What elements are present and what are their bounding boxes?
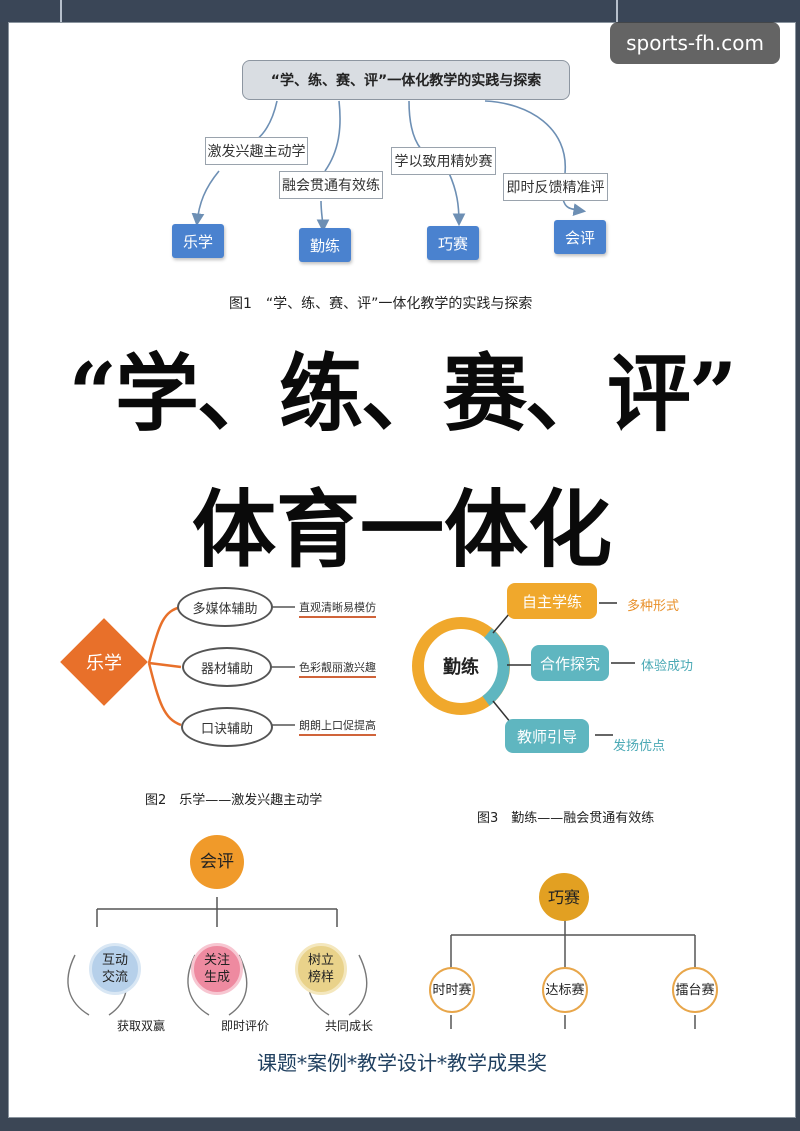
fig5-item-always: 时时赛: [429, 967, 475, 1013]
fig5-item-text: 达标赛: [545, 982, 585, 998]
fig2-branch-text: 器材辅助: [200, 661, 253, 677]
fig2-note: 直观清晰易模仿: [299, 601, 376, 618]
fig5-center-circle: 巧赛: [539, 873, 589, 921]
fig1-label-text: 学以致用精妙赛: [394, 154, 493, 170]
divider: [60, 0, 62, 22]
fig1-label-compete: 学以致用精妙赛: [391, 147, 496, 175]
fig2-branch-text: 多媒体辅助: [192, 601, 258, 617]
fig4-circle-text: 树立榜样: [308, 952, 334, 986]
fig1-node-text: 会评: [564, 228, 595, 247]
fig4-circle-line: 生成: [203, 970, 230, 985]
fig3-item-self-study: 自主学练: [507, 583, 597, 619]
fig2-center-label: 乐学: [63, 645, 145, 679]
fig2-center-text: 乐学: [86, 653, 122, 674]
fig5-item-text: 擂台赛: [675, 982, 715, 998]
fig4-circle-model: 树立榜样: [295, 943, 347, 995]
fig2-connectors: [147, 605, 295, 727]
fig1-label-text: 激发兴趣主动学: [207, 144, 306, 160]
watermark-badge: sports-fh.com: [610, 22, 780, 64]
fig2-note: 朗朗上口促提高: [299, 719, 376, 736]
fig1-node-text: 巧赛: [437, 234, 468, 253]
fig3-item-cooperation: 合作探究: [531, 645, 609, 681]
fig4-circle-line: 互动: [101, 953, 128, 968]
fig1-label-text: 融会贯通有效练: [282, 178, 380, 194]
fig1-label-text: 即时反馈精准评: [506, 180, 605, 196]
fig3-item-teacher-guide: 教师引导: [505, 719, 589, 753]
fig3-caption: 图3 勤练——融会贯通有效练: [477, 811, 655, 826]
fig1-label-evaluate: 即时反馈精准评: [503, 173, 608, 201]
fig1-node-text: 勤练: [309, 236, 340, 255]
fig4-center-circle: 会评: [190, 835, 244, 889]
fig3-item-text: 教师引导: [516, 727, 577, 746]
fig4-circle-line: 关注: [203, 953, 230, 968]
fig3-center-text: 勤练: [443, 657, 479, 678]
fig3-note: 体验成功: [641, 659, 694, 674]
watermark-text: sports-fh.com: [626, 31, 764, 55]
fig5-center-text: 巧赛: [547, 887, 580, 907]
fig2-branch-multimedia: 多媒体辅助: [177, 587, 273, 627]
fig4-circle-line: 交流: [101, 970, 128, 985]
fig2-note: 色彩靓丽激兴趣: [299, 661, 376, 678]
fig1-caption: 图1 “学、练、赛、评”一体化教学的实践与探索: [229, 296, 533, 312]
footer-tagline: 课题*案例*教学设计*教学成果奖: [257, 1051, 547, 1075]
fig4-note: 获取双赢: [117, 1019, 166, 1033]
fig4-circle-line: 树立: [307, 953, 334, 968]
fig1-node-qiaosai: 巧赛: [427, 226, 479, 260]
fig4-center-text: 会评: [200, 851, 234, 872]
fig1-node-qinlian: 勤练: [299, 228, 351, 262]
fig5-item-text: 时时赛: [432, 982, 472, 998]
fig3-center-label: 勤练: [429, 648, 493, 684]
fig3-item-text: 合作探究: [539, 654, 600, 673]
fig4-circle-attention: 关注生成: [191, 943, 243, 995]
fig2-branch-rhyme: 口诀辅助: [181, 707, 273, 747]
fig1-node-huiping: 会评: [554, 220, 606, 254]
top-bar: [0, 0, 800, 22]
fig4-note: 即时评价: [221, 1019, 270, 1033]
headline-line2: 体育一体化: [191, 480, 612, 579]
fig2-caption: 图2 乐学——激发兴趣主动学: [145, 793, 323, 808]
fig1-label-learn: 激发兴趣主动学: [205, 137, 308, 165]
headline-line1: “学、练、赛、评”: [68, 344, 738, 443]
fig4-circle-interaction: 互动交流: [89, 943, 141, 995]
fig5-item-standard: 达标赛: [542, 967, 588, 1013]
fig3-ring: [412, 602, 635, 736]
fig4-circle-text: 互动交流: [102, 952, 128, 986]
fig3-note: 多种形式: [627, 599, 680, 614]
fig2-branch-text: 口诀辅助: [200, 721, 253, 737]
fig5-connectors: [450, 919, 696, 1029]
fig4-note: 共同成长: [325, 1019, 374, 1033]
fig1-title-box: “学、练、赛、评”一体化教学的实践与探索: [242, 60, 570, 100]
poster-page: “学、练、赛、评”一体化教学的实践与探索 激发兴趣主动学 融会贯通有效练 学以致…: [8, 22, 796, 1118]
divider: [616, 0, 618, 22]
fig1-label-practice: 融会贯通有效练: [279, 171, 383, 199]
fig5-item-arena: 擂台赛: [672, 967, 718, 1013]
fig3-note: 发扬优点: [613, 739, 666, 754]
fig1-title: “学、练、赛、评”一体化教学的实践与探索: [270, 73, 542, 89]
fig4-circle-line: 榜样: [307, 970, 334, 985]
fig1-node-text: 乐学: [182, 232, 213, 251]
fig3-item-text: 自主学练: [521, 592, 582, 611]
fig1-node-lexue: 乐学: [172, 224, 224, 258]
fig4-circle-text: 关注生成: [204, 952, 230, 986]
fig2-branch-equipment: 器材辅助: [182, 647, 272, 687]
